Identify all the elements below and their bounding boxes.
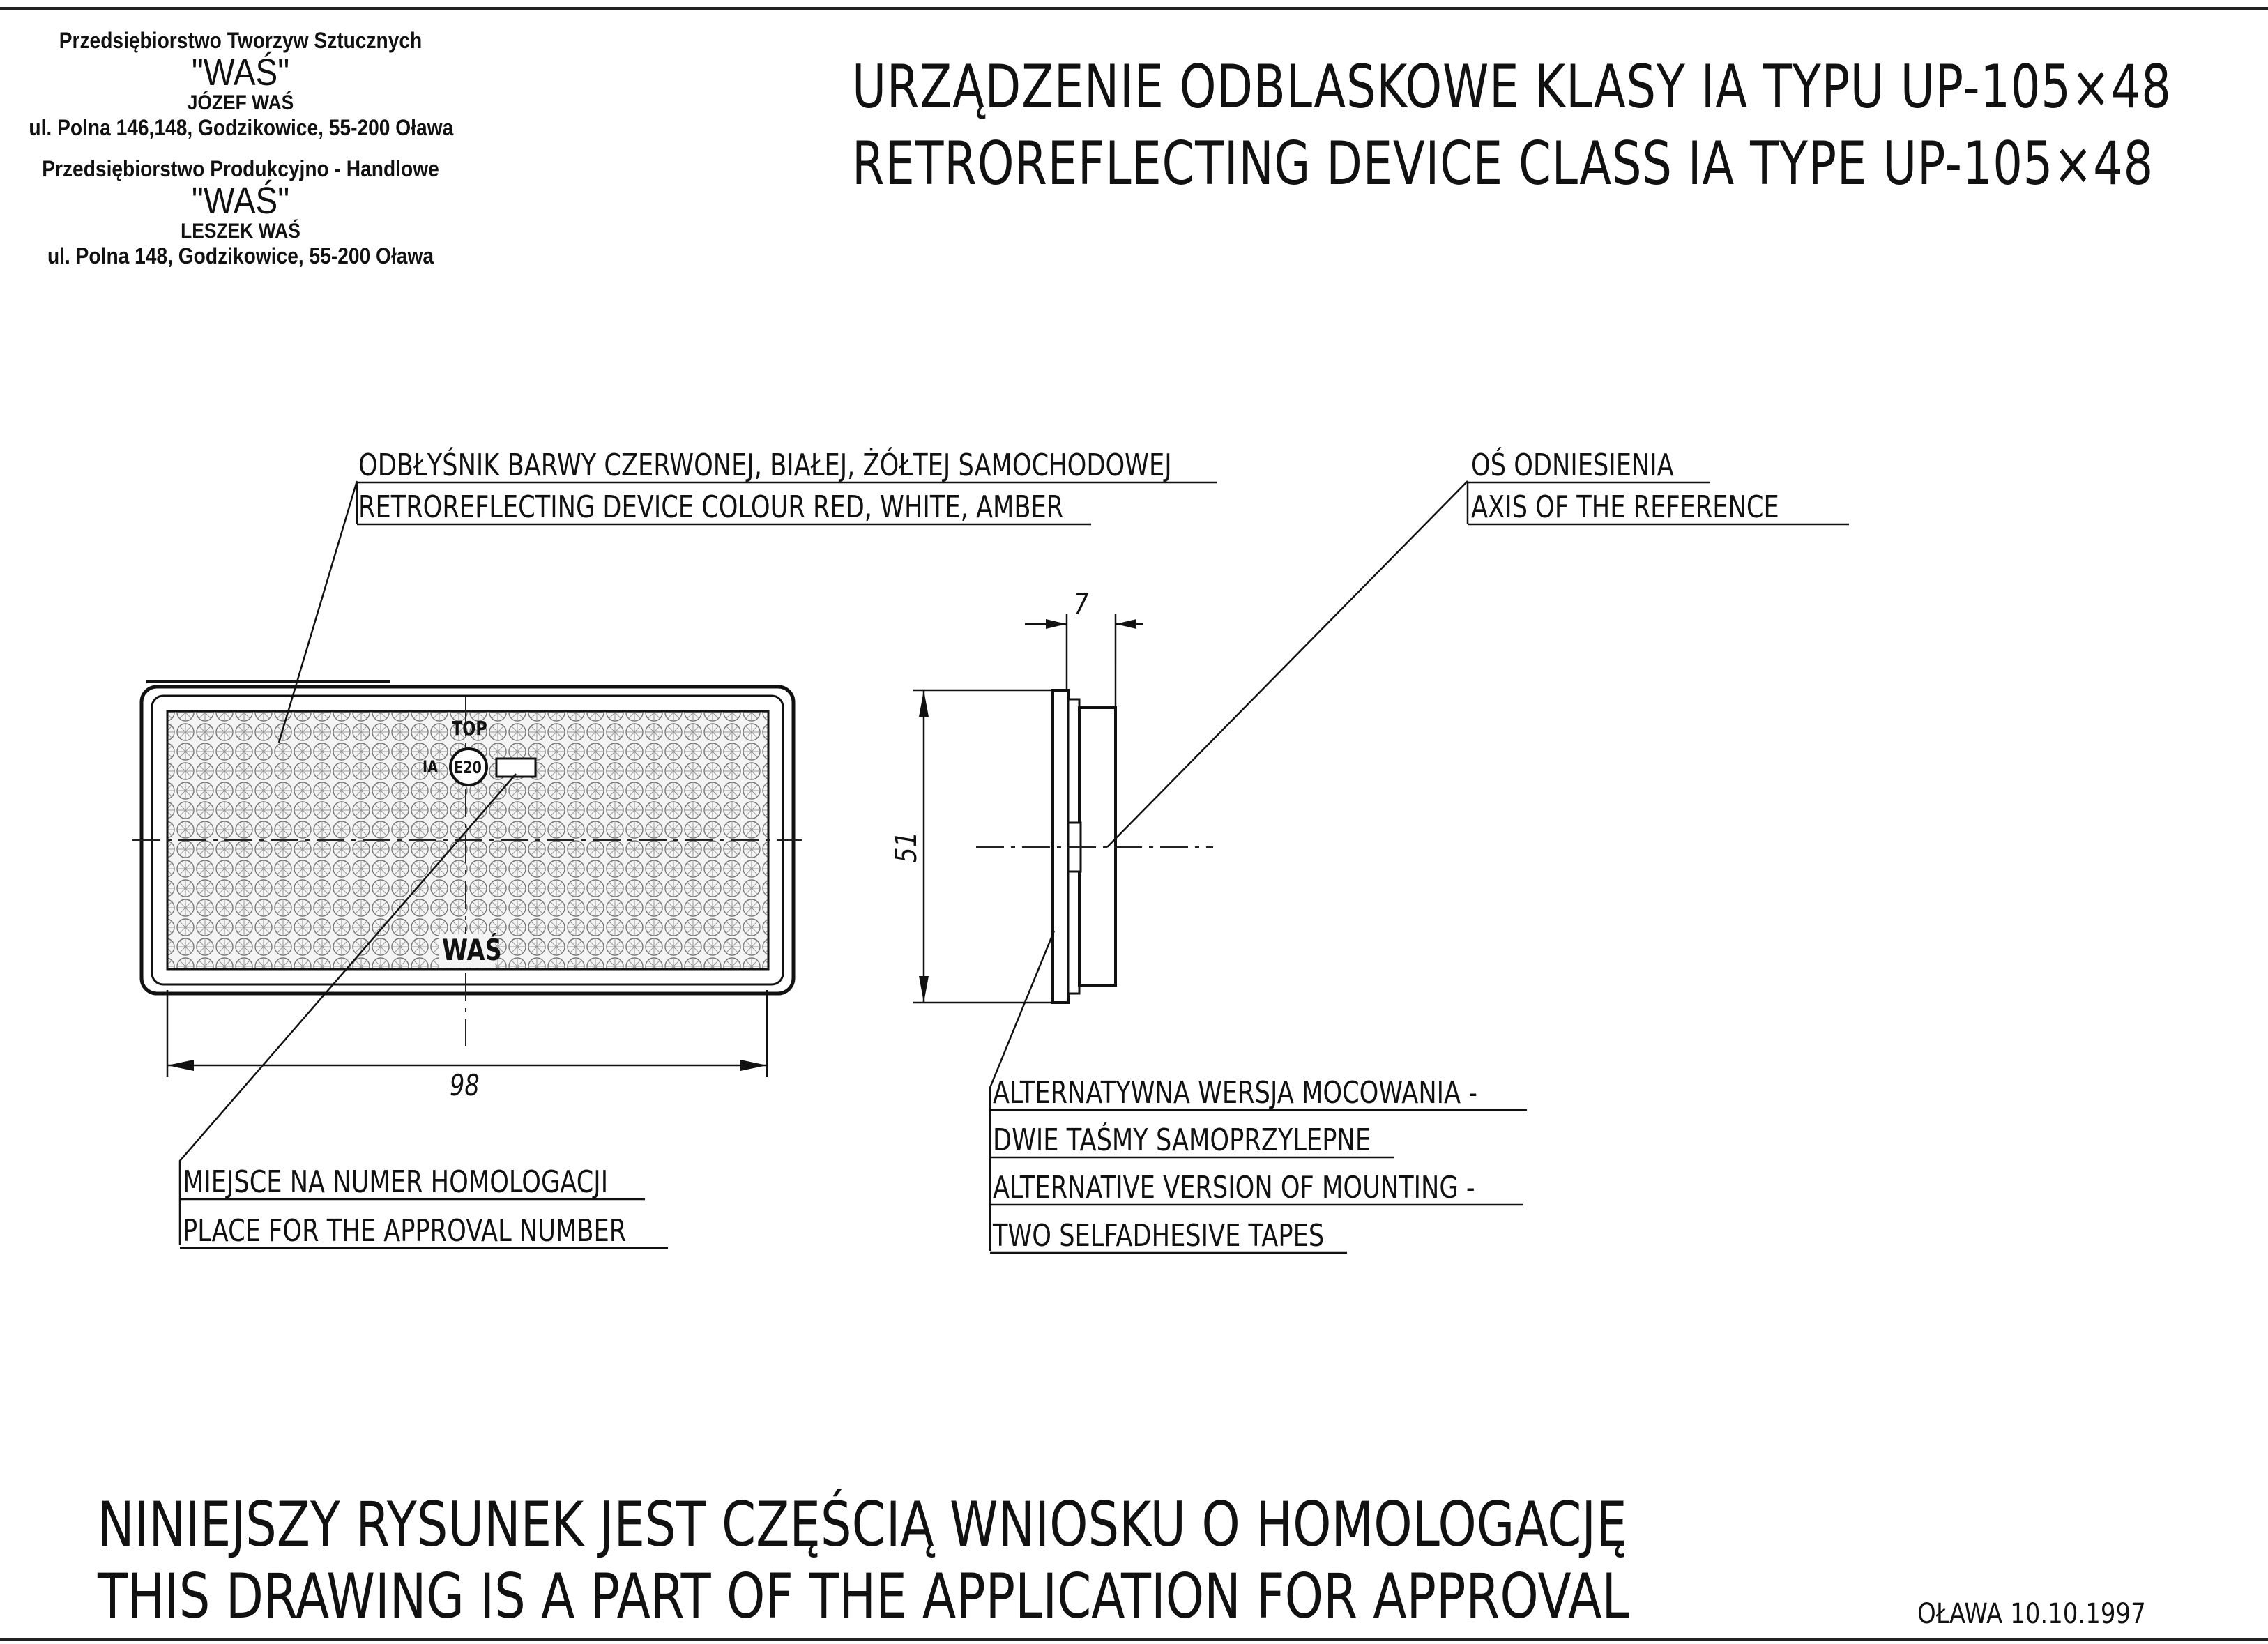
label-reflector-en: RETROREFLECTING DEVICE COLOUR RED, WHITE… — [358, 489, 1064, 525]
company2-name: "WAŚ" — [191, 180, 290, 222]
dimension-width-label: 98 — [450, 1068, 480, 1102]
e-mark: E20 — [454, 758, 482, 777]
company1-type: Przedsiębiorstwo Tworzyw Sztucznych — [59, 28, 423, 53]
label-mounting-en-1: ALTERNATIVE VERSION OF MOUNTING - — [993, 1170, 1475, 1205]
title-english: RETROREFLECTING DEVICE CLASS IA TYPE UP-… — [852, 129, 2154, 199]
company1-address: ul. Polna 146,148, Godzikowice, 55-200 O… — [29, 115, 454, 140]
class-mark: IA — [423, 757, 439, 777]
label-approval-en: PLACE FOR THE APPROVAL NUMBER — [183, 1213, 627, 1249]
label-axis-en: AXIS OF THE REFERENCE — [1471, 489, 1779, 525]
company2-type: Przedsiębiorstwo Produkcyjno - Handlowe — [42, 156, 439, 181]
brand-mark: WAŚ — [442, 933, 502, 967]
label-reflector-pl: ODBŁYŚNIK BARWY CZERWONEJ, BIAŁEJ, ŻÓŁTE… — [358, 448, 1172, 483]
top-mark: TOP — [452, 717, 487, 740]
approval-number-box — [495, 757, 537, 778]
e-mark-circle — [449, 747, 488, 786]
company2-owner: LESZEK WAŚ — [181, 220, 300, 243]
leader-axis — [1106, 480, 1468, 848]
sheet-border-bottom — [0, 1638, 2268, 1641]
leader-mounting — [989, 930, 1056, 1251]
leader-reflector — [277, 480, 358, 743]
title-polish: URZĄDZENIE ODBLASKOWE KLASY IA TYPU UP-1… — [852, 52, 2172, 122]
drawing-date: OŁAWA 10.10.1997 — [1917, 1598, 2146, 1630]
label-approval-pl: MIEJSCE NA NUMER HOMOLOGACJI — [183, 1164, 609, 1200]
company2-address: ul. Polna 148, Godzikowice, 55-200 Oława — [47, 243, 434, 268]
label-mounting-pl-2: DWIE TAŚMY SAMOPRZYLEPNE — [993, 1122, 1371, 1158]
footer-polish: NINIEJSZY RYSUNEK JEST CZĘŚCIĄ WNIOSKU O… — [98, 1489, 1627, 1560]
label-mounting-en-2: TWO SELFADHESIVE TAPES — [993, 1218, 1325, 1254]
company1-owner: JÓZEF WAŚ — [187, 91, 294, 114]
dimension-height-label: 51 — [889, 831, 923, 863]
leader-approval — [178, 773, 517, 1245]
label-mounting-pl-1: ALTERNATYWNA WERSJA MOCOWANIA - — [993, 1075, 1478, 1111]
company-header: Przedsiębiorstwo Tworzyw Sztucznych "WAŚ… — [0, 28, 481, 269]
sheet-border-top — [0, 7, 2268, 10]
label-axis-pl: OŚ ODNIESIENIA — [1471, 448, 1674, 483]
dimension-depth-label: 7 — [1074, 587, 1089, 621]
footer-english: THIS DRAWING IS A PART OF THE APPLICATIO… — [98, 1560, 1629, 1632]
company1-name: "WAŚ" — [191, 52, 290, 93]
